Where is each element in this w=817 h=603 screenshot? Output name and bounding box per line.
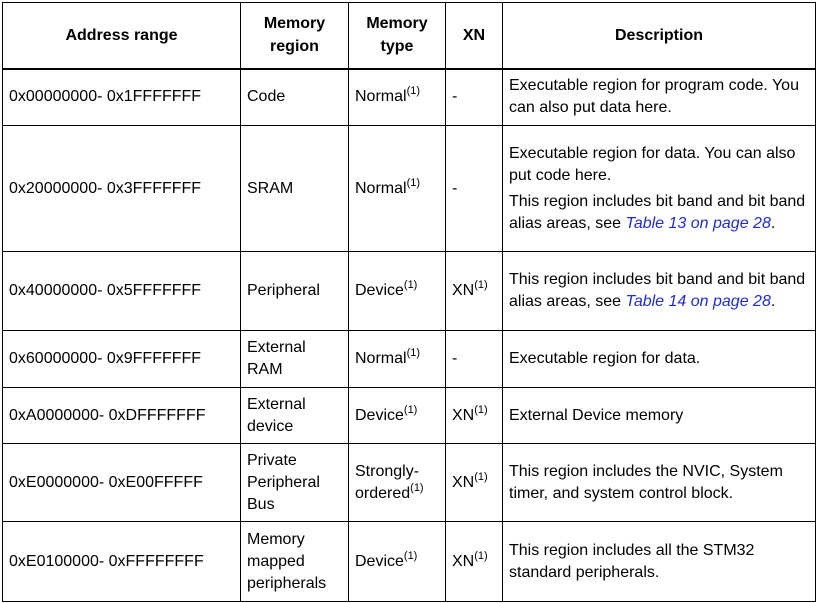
xn-cell: XN(1) xyxy=(445,251,503,331)
memory-type-cell: Device(1) xyxy=(348,387,446,444)
xn-text: XN xyxy=(452,406,475,424)
xn-cell: - xyxy=(445,125,503,252)
memory-region-cell: SRAM xyxy=(240,125,349,252)
memory-type-cell: Normal(1) xyxy=(348,68,446,126)
xn-cell: XN(1) xyxy=(445,521,503,602)
xn-text: XN xyxy=(452,552,475,570)
description-cell: This region includes the NVIC, System ti… xyxy=(502,443,816,522)
footnote-marker: (1) xyxy=(474,279,488,291)
memory-type-text: Normal xyxy=(355,350,407,367)
memory-region-cell: Memory mapped peripherals xyxy=(240,521,349,602)
header-address-range: Address range xyxy=(2,2,241,70)
footnote-marker: (1) xyxy=(474,403,488,416)
memory-type-cell: Device(1) xyxy=(348,251,446,331)
memory-type-cell: Strongly-ordered(1) xyxy=(348,443,446,522)
description-paragraph: This region includes all the STM32 stand… xyxy=(509,541,755,581)
header-memory-type: Memory type xyxy=(348,2,446,70)
address-range-cell: 0x60000000- 0x9FFFFFFF xyxy=(2,330,241,388)
footnote-marker: (1) xyxy=(403,279,418,291)
memory-type-text: Strongly-ordered xyxy=(355,462,420,502)
description-paragraph: Executable region for data. You can also… xyxy=(509,144,796,184)
description-paragraph: This region includes bit band and bit ba… xyxy=(509,271,806,310)
table-reference-link[interactable]: Table 13 on page 28 xyxy=(625,214,771,232)
description-paragraph: Executable region for program code. You … xyxy=(509,77,799,117)
description-cell: External Device memory xyxy=(502,387,816,444)
xn-cell: - xyxy=(445,68,503,126)
footnote-marker: (1) xyxy=(406,85,421,98)
memory-type-text: Normal xyxy=(355,88,407,106)
description-paragraph: External Device memory xyxy=(509,406,684,424)
header-xn: XN xyxy=(445,2,503,70)
table-reference-link[interactable]: Table 14 on page 28 xyxy=(625,293,771,310)
memory-region-cell: Private Peripheral Bus xyxy=(240,443,349,522)
memory-region-cell: External device xyxy=(240,387,349,444)
description-cell: This region includes bit band and bit ba… xyxy=(502,251,816,331)
footnote-marker: (1) xyxy=(406,176,421,189)
description-cell: This region includes all the STM32 stand… xyxy=(502,521,816,602)
memory-type-text: Device xyxy=(355,282,404,299)
description-cell: Executable region for program code. You … xyxy=(502,68,816,126)
memory-type-text: Device xyxy=(355,552,404,570)
address-range-cell: 0xE0100000- 0xFFFFFFFF xyxy=(2,521,241,602)
footnote-marker: (1) xyxy=(474,470,488,483)
xn-text: XN xyxy=(452,282,475,299)
footnote-marker: (1) xyxy=(403,549,418,562)
description-paragraph: This region includes bit band and bit ba… xyxy=(509,192,806,232)
xn-cell: - xyxy=(445,330,503,388)
memory-region-cell: External RAM xyxy=(240,330,349,388)
address-range-cell: 0x20000000- 0x3FFFFFFF xyxy=(2,125,241,252)
address-range-cell: 0x00000000- 0x1FFFFFFF xyxy=(2,68,241,126)
xn-text: - xyxy=(452,179,458,197)
xn-cell: XN(1) xyxy=(445,443,503,522)
xn-text: - xyxy=(452,350,458,367)
description-paragraph: Executable region for data. xyxy=(509,350,701,367)
memory-type-text: Normal xyxy=(355,179,407,197)
xn-text: XN xyxy=(452,473,475,491)
memory-type-cell: Normal(1) xyxy=(348,125,446,252)
footnote-marker: (1) xyxy=(403,403,418,416)
footnote-marker: (1) xyxy=(474,549,488,562)
xn-text: - xyxy=(452,88,458,106)
xn-cell: XN(1) xyxy=(445,387,503,444)
address-range-cell: 0x40000000- 0x5FFFFFFF xyxy=(2,251,241,331)
footnote-marker: (1) xyxy=(406,347,421,359)
header-memory-region: Memory region xyxy=(240,2,349,70)
address-range-cell: 0xE0000000- 0xE00FFFFF xyxy=(2,443,241,522)
description-cell: Executable region for data. You can also… xyxy=(502,125,816,252)
memory-region-cell: Peripheral xyxy=(240,251,349,331)
memory-type-cell: Device(1) xyxy=(348,521,446,602)
header-description: Description xyxy=(502,2,816,70)
header-row: Address range Memory region Memory type … xyxy=(2,2,816,70)
footnote-marker: (1) xyxy=(410,481,424,494)
memory-type-cell: Normal(1) xyxy=(348,330,446,388)
address-range-cell: 0xA0000000- 0xDFFFFFFF xyxy=(2,387,241,444)
memory-region-cell: Code xyxy=(240,68,349,126)
memory-type-text: Device xyxy=(355,406,404,424)
description-paragraph: This region includes the NVIC, System ti… xyxy=(509,462,783,502)
description-cell: Executable region for data. xyxy=(502,330,816,388)
